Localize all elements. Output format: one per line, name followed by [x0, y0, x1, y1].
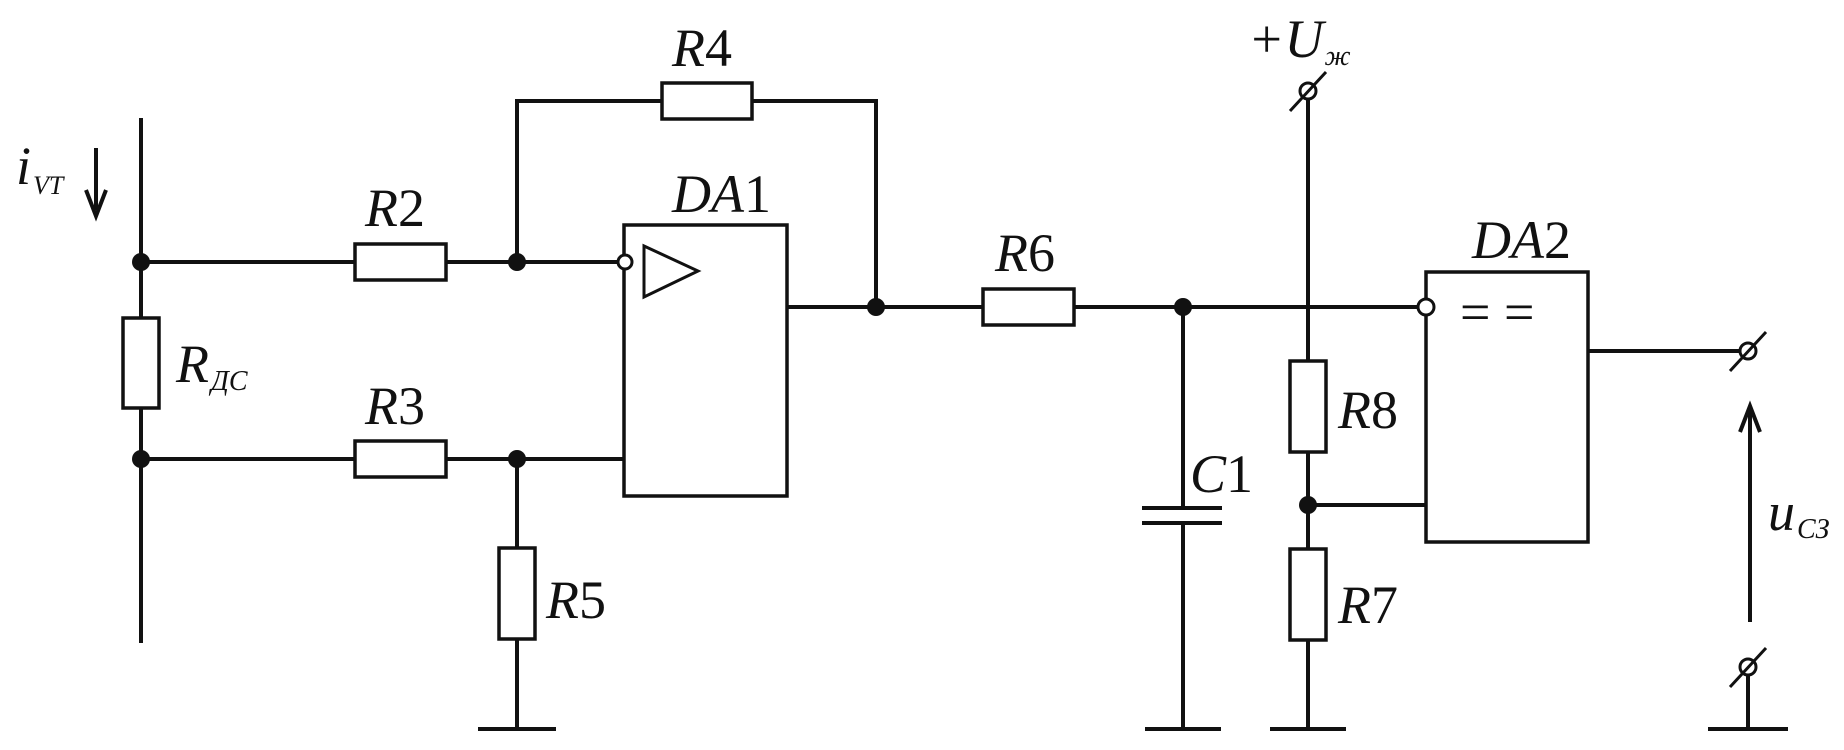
- supply-terminal-slash: [1288, 70, 1328, 113]
- label-u-sz: uСЗ: [1768, 482, 1830, 545]
- label-r-ds: RДС: [175, 334, 248, 397]
- resistor-r5: [497, 546, 537, 641]
- comparator-symbol: = =: [1460, 282, 1534, 342]
- output-terminal-bottom-slash: [1728, 646, 1768, 689]
- resistor-r7: [1288, 547, 1328, 642]
- junctions: [132, 253, 1317, 514]
- label-r5: R5: [545, 570, 606, 630]
- label-c1: C1: [1190, 444, 1253, 504]
- resistor-r6: [981, 287, 1076, 327]
- resistor-r4: [660, 81, 754, 121]
- output-terminal-top-slash: [1728, 330, 1768, 373]
- label-da1: DA1: [671, 164, 771, 224]
- label-r6: R6: [994, 223, 1055, 283]
- resistor-r8: [1288, 359, 1328, 454]
- label-r4: R4: [671, 18, 732, 78]
- voltage-arrow: [1738, 400, 1762, 622]
- label-r2: R2: [364, 178, 425, 238]
- resistor-r-ds: [121, 316, 161, 410]
- amplifier-triangle-icon: [642, 243, 702, 300]
- label-da2: DA2: [1471, 210, 1571, 270]
- resistor-r3: [353, 439, 448, 479]
- inverting-input-da1: [616, 253, 634, 271]
- label-i-vt: iVT: [16, 136, 65, 200]
- wire-r4: [515, 99, 878, 307]
- label-r8: R8: [1337, 380, 1398, 440]
- label-supply: +Uж: [1248, 9, 1351, 72]
- label-r7: R7: [1337, 575, 1398, 635]
- inverting-input-da2: [1416, 297, 1436, 317]
- resistor-r2: [353, 242, 448, 282]
- current-arrow: [84, 148, 108, 222]
- label-r3: R3: [364, 376, 425, 436]
- op-amp-da1: [622, 223, 789, 498]
- comparator-da2: [1424, 270, 1590, 544]
